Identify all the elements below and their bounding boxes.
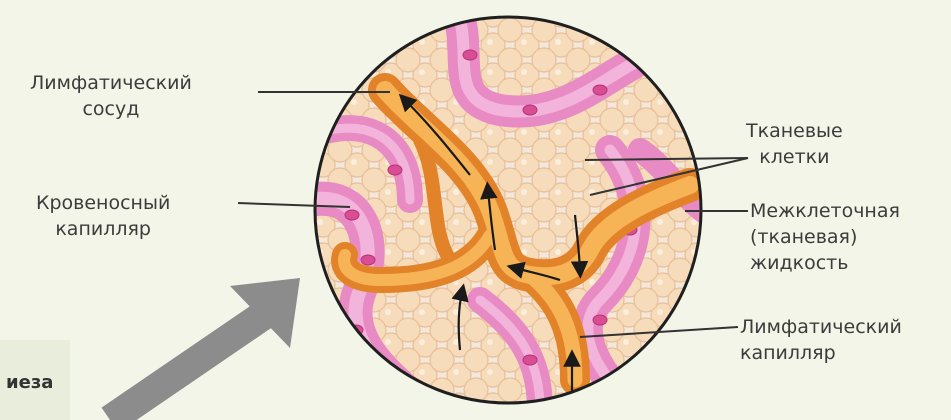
label-line: клетки bbox=[746, 144, 843, 170]
label-line: Тканевые bbox=[746, 118, 843, 144]
label-line: Лимфатический bbox=[30, 70, 192, 96]
label-lymph-capillary: Лимфатический капилляр bbox=[740, 314, 902, 366]
partial-tab-text: иеза bbox=[6, 372, 53, 393]
label-lymph-vessel: Лимфатический сосуд bbox=[30, 70, 192, 122]
label-tissue-cells: Тканевые клетки bbox=[746, 118, 843, 170]
label-line: Межклеточная bbox=[750, 198, 900, 224]
tissue-circle bbox=[300, 0, 720, 420]
label-blood-capillary: Кровеносный капилляр bbox=[36, 190, 170, 242]
label-interstitial-fluid: Межклеточная (тканевая) жидкость bbox=[750, 198, 900, 276]
label-line: Лимфатический bbox=[740, 314, 902, 340]
label-line: (тканевая) bbox=[750, 224, 900, 250]
label-line: капилляр bbox=[36, 216, 170, 242]
gray-arrow-icon bbox=[110, 278, 300, 420]
label-line: сосуд bbox=[30, 96, 192, 122]
label-line: жидкость bbox=[750, 250, 900, 276]
label-line: капилляр bbox=[740, 340, 902, 366]
label-line: Кровеносный bbox=[36, 190, 170, 216]
